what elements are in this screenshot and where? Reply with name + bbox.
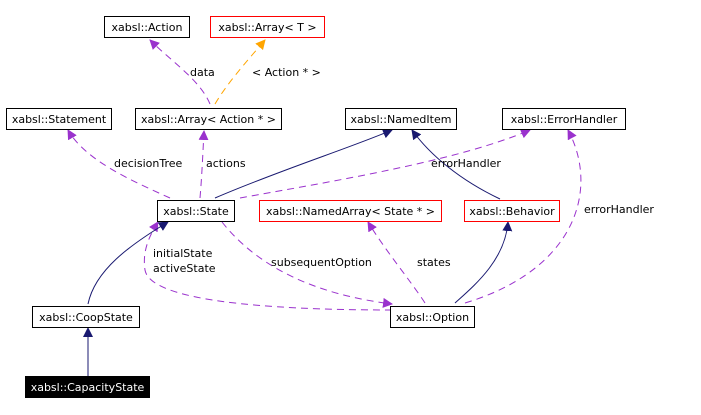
- node-array-action[interactable]: xabsl::Array< Action * >: [135, 108, 282, 130]
- edge-state-errorhandler: [239, 128, 531, 199]
- node-error-handler[interactable]: xabsl::ErrorHandler: [502, 108, 626, 130]
- node-state[interactable]: xabsl::State: [157, 200, 235, 222]
- edge-behavior-nameditem: [411, 129, 501, 200]
- node-behavior[interactable]: xabsl::Behavior: [464, 200, 560, 222]
- edge-option-errorhandler: [464, 129, 582, 304]
- edge-template-instance: [214, 39, 266, 105]
- edge-data: [149, 39, 211, 105]
- node-statement[interactable]: xabsl::Statement: [6, 108, 112, 130]
- node-named-item[interactable]: xabsl::NamedItem: [345, 108, 457, 130]
- node-array-t[interactable]: xabsl::Array< T >: [210, 16, 325, 38]
- label-error-handler-behavior: errorHandler: [431, 157, 501, 170]
- edge-coopstate-state: [87, 221, 169, 305]
- label-data: data: [190, 66, 215, 79]
- edge-option-behavior: [454, 221, 513, 304]
- edge-state-nameditem: [214, 128, 393, 199]
- edge-initial-active-state: [143, 221, 393, 311]
- edge-actions: [198, 130, 209, 199]
- label-actions: actions: [206, 157, 246, 170]
- node-named-array-state[interactable]: xabsl::NamedArray< State * >: [259, 200, 442, 222]
- label-states: states: [417, 256, 451, 269]
- label-subsequent-option: subsequentOption: [271, 256, 372, 269]
- label-initial-state: initialState: [153, 247, 213, 260]
- edge-decision-tree: [67, 129, 171, 199]
- node-option[interactable]: xabsl::Option: [390, 306, 475, 328]
- node-capacity-state[interactable]: xabsl::CapacityState: [25, 376, 150, 398]
- node-coop-state[interactable]: xabsl::CoopState: [32, 306, 140, 328]
- edge-states: [367, 221, 426, 304]
- label-decision-tree: decisionTree: [114, 157, 183, 170]
- label-template-arg: < Action * >: [252, 66, 321, 79]
- label-active-state: activeState: [153, 262, 216, 275]
- node-action[interactable]: xabsl::Action: [104, 16, 190, 38]
- label-error-handler-option: errorHandler: [584, 203, 654, 216]
